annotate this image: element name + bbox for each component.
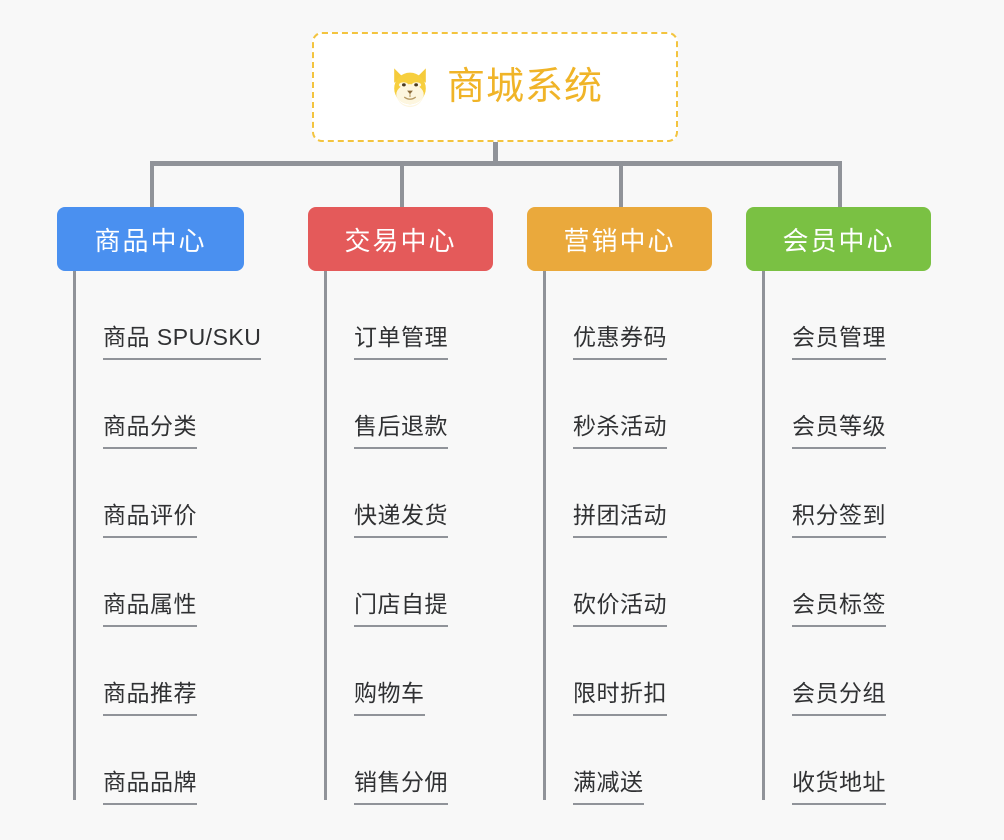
shiba-dog-icon — [394, 68, 426, 108]
leaf-label: 商品 SPU/SKU — [103, 326, 262, 360]
leaf-item[interactable]: 商品评价 — [73, 449, 261, 538]
leaf-label: 订单管理 — [354, 326, 448, 360]
leaf-item[interactable]: 商品属性 — [73, 538, 261, 627]
connector-drop-2 — [400, 161, 404, 207]
branch-header-4[interactable]: 会员中心 — [746, 207, 931, 271]
leaf-label: 商品推荐 — [103, 682, 197, 716]
connector-drop-3 — [619, 161, 623, 207]
connector-drop-1 — [150, 161, 154, 207]
branch-header-3[interactable]: 营销中心 — [527, 207, 712, 271]
leaf-label: 积分签到 — [792, 504, 886, 538]
branch-column-3: 营销中心 优惠券码 秒杀活动 拼团活动 砍价活动 限时折扣 满减送 — [527, 207, 712, 805]
leaf-label: 会员管理 — [792, 326, 886, 360]
branch-spine-1 — [73, 271, 76, 800]
leaf-label: 商品分类 — [103, 415, 197, 449]
leaf-label: 商品评价 — [103, 504, 197, 538]
leaf-item[interactable]: 秒杀活动 — [543, 360, 712, 449]
leaf-item[interactable]: 购物车 — [324, 627, 493, 716]
leaf-label: 会员等级 — [792, 415, 886, 449]
branch-spine-3 — [543, 271, 546, 800]
branch-body-2: 订单管理 售后退款 快递发货 门店自提 购物车 销售分佣 — [324, 271, 493, 805]
leaf-item[interactable]: 积分签到 — [762, 449, 931, 538]
leaf-label: 销售分佣 — [354, 771, 448, 805]
leaf-label: 优惠券码 — [573, 326, 667, 360]
branch-column-1: 商品中心 商品 SPU/SKU 商品分类 商品评价 商品属性 商品推荐 商品品牌 — [57, 207, 262, 805]
leaf-item[interactable]: 限时折扣 — [543, 627, 712, 716]
connector-horizontal-bus — [150, 161, 840, 166]
leaf-item[interactable]: 会员分组 — [762, 627, 931, 716]
leaf-item[interactable]: 订单管理 — [324, 271, 493, 360]
branch-header-1[interactable]: 商品中心 — [57, 207, 244, 271]
branch-body-3: 优惠券码 秒杀活动 拼团活动 砍价活动 限时折扣 满减送 — [543, 271, 712, 805]
root-title: 商城系统 — [446, 66, 603, 108]
branch-spine-4 — [762, 271, 765, 800]
branch-spine-2 — [324, 271, 327, 800]
leaf-label: 会员标签 — [792, 593, 886, 627]
leaf-item[interactable]: 商品分类 — [73, 360, 261, 449]
leaf-label: 商品品牌 — [103, 771, 197, 805]
branch-body-4: 会员管理 会员等级 积分签到 会员标签 会员分组 收货地址 — [762, 271, 931, 805]
connector-drop-4 — [838, 161, 842, 207]
leaf-item[interactable]: 砍价活动 — [543, 538, 712, 627]
branch-header-2[interactable]: 交易中心 — [308, 207, 493, 271]
leaf-item[interactable]: 门店自提 — [324, 538, 493, 627]
leaf-item[interactable]: 商品推荐 — [73, 627, 261, 716]
leaf-item[interactable]: 拼团活动 — [543, 449, 712, 538]
leaf-label: 购物车 — [354, 682, 425, 716]
leaf-label: 满减送 — [573, 771, 644, 805]
leaf-label: 门店自提 — [354, 593, 448, 627]
leaf-item[interactable]: 会员等级 — [762, 360, 931, 449]
leaf-item[interactable]: 会员标签 — [762, 538, 931, 627]
leaf-item[interactable]: 售后退款 — [324, 360, 493, 449]
leaf-label: 砍价活动 — [573, 593, 667, 627]
leaf-label: 会员分组 — [792, 682, 886, 716]
leaf-item[interactable]: 满减送 — [543, 716, 712, 805]
leaf-label: 限时折扣 — [573, 682, 667, 716]
leaf-item[interactable]: 优惠券码 — [543, 271, 712, 360]
branch-column-4: 会员中心 会员管理 会员等级 积分签到 会员标签 会员分组 收货地址 — [746, 207, 931, 805]
leaf-label: 秒杀活动 — [573, 415, 667, 449]
leaf-item[interactable]: 商品 SPU/SKU — [73, 271, 262, 360]
leaf-item[interactable]: 收货地址 — [762, 716, 931, 805]
leaf-item[interactable]: 会员管理 — [762, 271, 931, 360]
leaf-label: 拼团活动 — [573, 504, 667, 538]
root-node[interactable]: 商城系统 — [312, 32, 678, 142]
leaf-label: 商品属性 — [103, 593, 197, 627]
leaf-label: 收货地址 — [792, 771, 886, 805]
leaf-item[interactable]: 商品品牌 — [73, 716, 261, 805]
leaf-item[interactable]: 销售分佣 — [324, 716, 493, 805]
branch-body-1: 商品 SPU/SKU 商品分类 商品评价 商品属性 商品推荐 商品品牌 — [73, 271, 262, 805]
leaf-label: 快递发货 — [354, 504, 448, 538]
branch-column-2: 交易中心 订单管理 售后退款 快递发货 门店自提 购物车 销售分佣 — [308, 207, 493, 805]
leaf-label: 售后退款 — [354, 415, 448, 449]
leaf-item[interactable]: 快递发货 — [324, 449, 493, 538]
connector-root-stem — [493, 142, 498, 163]
